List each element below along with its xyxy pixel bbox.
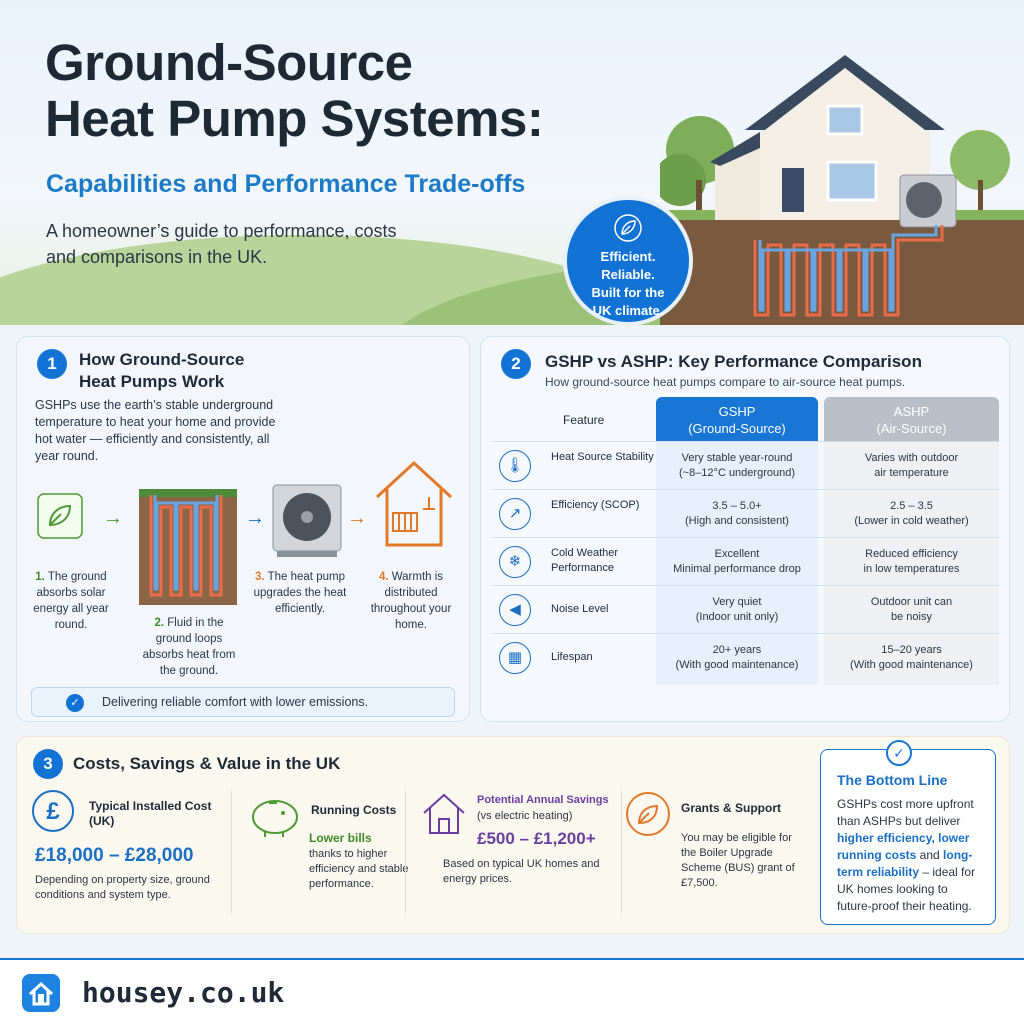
grants-note: You may be eligible for the Boiler Upgra… (681, 832, 795, 889)
thermometer-icon: 🌡 (499, 450, 531, 482)
gshp-value: Very quiet(Indoor unit only) (695, 596, 779, 623)
intro-text: A homeowner’s guide to performance, cost… (46, 221, 397, 267)
check-icon: ✓ (66, 694, 84, 712)
arrow-right-icon: → (347, 507, 367, 529)
annual-savings-qualifier: (vs electric heating) (477, 810, 573, 822)
heat-pump-icon (272, 484, 342, 557)
table-row: ▦ Lifespan 20+ years(With good maintenan… (493, 633, 999, 681)
calendar-icon: ▦ (499, 642, 531, 674)
section-number: 3 (33, 749, 63, 779)
page-title: Ground-Source Heat Pump Systems: (45, 34, 544, 147)
brand-name[interactable]: housey.co.uk (82, 976, 285, 1009)
leaf-icon (626, 792, 670, 836)
section-title: How Ground-Source Heat Pumps Work (79, 350, 245, 391)
grants-title: Grants & Support (681, 801, 782, 815)
step-caption: 4. Warmth is distributed throughout your… (370, 571, 452, 631)
step-caption: 1. The ground absorbs solar energy all y… (33, 571, 109, 631)
section-comparison: 2 GSHP vs ASHP: Key Performance Comparis… (480, 336, 1010, 722)
section-how-it-works: 1 How Ground-Source Heat Pumps Work GSHP… (16, 336, 470, 722)
section-title: Costs, Savings & Value in the UK (73, 754, 341, 773)
leaf-icon (37, 493, 83, 539)
installed-cost-value: £18,000 – £28,000 (35, 845, 194, 866)
section-number: 1 (37, 349, 67, 379)
check-icon: ✓ (886, 740, 912, 766)
hero-banner: Ground-Source Heat Pump Systems: Capabil… (0, 0, 1024, 325)
gshp-column (656, 441, 818, 685)
section-description: GSHPs use the earth’s stable underground… (35, 398, 276, 463)
house-icon (423, 793, 465, 834)
ground-loop-icon (139, 489, 237, 605)
page-subtitle: Capabilities and Performance Trade-offs (46, 170, 526, 198)
ashp-value: 2.5 – 3.5(Lower in cold weather) (854, 500, 969, 527)
ashp-value: 15–20 years(With good maintenance) (850, 644, 973, 671)
feature-label: Cold Weather Performance (551, 547, 619, 574)
feature-label: Heat Source Stability (551, 451, 654, 463)
gshp-column-header: GSHP(Ground-Source) (656, 397, 818, 441)
ashp-column-header: ASHP(Air-Source) (824, 397, 999, 441)
bottom-line-title: The Bottom Line (837, 772, 948, 788)
feature-label: Lifespan (551, 651, 593, 663)
installed-cost-note: Depending on property size, ground condi… (35, 874, 210, 901)
bottom-line-text: GSHPs cost more upfront than ASHPs but d… (837, 797, 976, 913)
table-row: 🌡 Heat Source Stability Very stable year… (493, 441, 999, 489)
divider (231, 791, 232, 913)
installed-cost-card: £ Typical Installed Cost (UK) £18,000 – … (31, 789, 231, 915)
divider (621, 791, 622, 913)
section-number: 2 (501, 349, 531, 379)
running-costs-title: Running Costs (311, 803, 397, 817)
step-caption: 2. Fluid in the ground loops absorbs hea… (142, 617, 236, 677)
arrow-right-icon: → (103, 507, 123, 529)
annual-savings-note: Based on typical UK homes and energy pri… (443, 858, 600, 885)
gshp-value: Very stable year-round(~8–12°C undergrou… (678, 452, 795, 479)
installed-cost-title: Typical Installed Cost (UK) (89, 799, 212, 828)
ashp-column (824, 441, 999, 685)
feature-label: Noise Level (551, 603, 609, 615)
efficiency-badge: Efficient. Reliable. Built for the UK cl… (567, 200, 689, 322)
running-costs-highlight: Lower bills (309, 831, 372, 845)
annual-savings-card: Potential Annual Savings (vs electric he… (421, 789, 621, 915)
grants-card: Grants & Support You may be eligible for… (625, 789, 815, 915)
comfort-note: ✓ Delivering reliable comfort with lower… (31, 687, 455, 717)
annual-savings-value: £500 – £1,200+ (477, 829, 596, 848)
piggy-bank-icon (252, 800, 298, 837)
arrow-right-icon: → (245, 507, 265, 529)
section-subtitle: How ground-source heat pumps compare to … (545, 375, 906, 389)
table-row: ◀ Noise Level Very quiet(Indoor unit onl… (493, 585, 999, 633)
table-row: ↗ Efficiency (SCOP) 3.5 – 5.0+(High and … (493, 489, 999, 537)
divider (405, 791, 406, 913)
efficiency-chart-icon: ↗ (499, 498, 531, 530)
feature-column-header: Feature (563, 413, 605, 427)
housey-logo-icon (22, 974, 60, 1012)
pound-icon: £ (32, 790, 74, 832)
running-costs-note: thanks to higher efficiency and stable p… (309, 848, 409, 890)
gshp-value: 3.5 – 5.0+(High and consistent) (685, 500, 789, 527)
feature-label: Efficiency (SCOP) (551, 499, 640, 511)
house-illustration (660, 55, 1024, 325)
running-costs-card: Running Costs Lower bills thanks to high… (247, 789, 408, 915)
bottom-line-card: The Bottom Line GSHPs cost more upfront … (820, 749, 996, 925)
speaker-icon: ◀ (499, 594, 531, 626)
gshp-value: 20+ years(With good maintenance) (675, 644, 799, 671)
snowflake-icon: ❄ (499, 546, 531, 578)
step-caption: 3. The heat pump upgrades the heat effic… (253, 571, 347, 615)
annual-savings-title: Potential Annual Savings (477, 794, 609, 806)
leaf-icon (614, 214, 642, 242)
house-icon (375, 460, 453, 547)
footer: housey.co.uk (0, 958, 1024, 1024)
svg-text:£: £ (46, 798, 60, 825)
section-title: GSHP vs ASHP: Key Performance Comparison (545, 352, 922, 371)
